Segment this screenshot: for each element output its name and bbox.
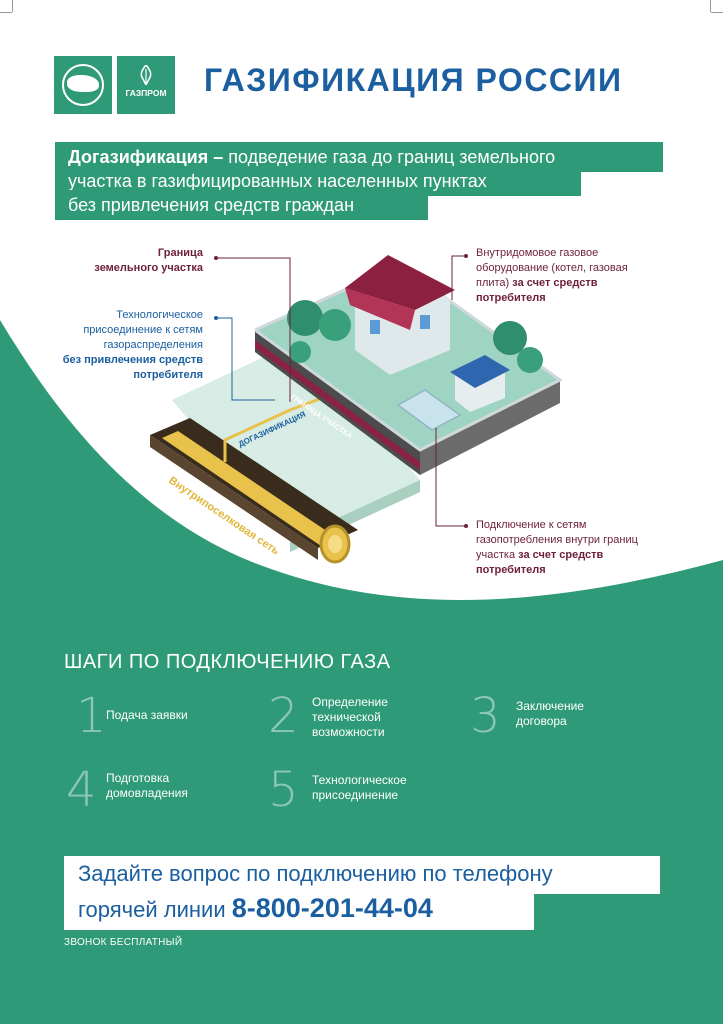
greenhouse [396, 389, 462, 431]
step-2-text: Определение технической возможности [312, 695, 388, 739]
house-roof [345, 255, 455, 310]
crop-mark [710, 0, 711, 12]
consumption-connection-label: Подключение к сетям газопотребления внут… [476, 519, 638, 576]
tree [289, 341, 311, 363]
gazprom-logo-text: ГАЗПРОМ [125, 88, 167, 98]
leader-line [216, 317, 275, 401]
tree [319, 309, 351, 341]
step-1-number: 1 [76, 688, 107, 744]
leader-line [435, 428, 466, 527]
tree [493, 321, 527, 355]
tech-connection-label: Технологическое присоединение к сетям га… [62, 309, 203, 381]
hotline-line-1: Задайте вопрос по подключению по телефон… [64, 856, 660, 894]
definition-term: Догазификация – [68, 147, 224, 167]
gazprom-logo: ГАЗПРОМ [117, 56, 175, 114]
step-4-number: 4 [66, 762, 97, 818]
step-4-text: Подготовка домовладения [106, 771, 188, 800]
crop-mark [0, 12, 12, 13]
step-3-number: 3 [470, 688, 501, 744]
page-title: ГАЗИФИКАЦИЯ РОССИИ [204, 62, 623, 98]
hotline-line-2: горячей линии 8-800-201-44-04 [64, 890, 534, 930]
crop-mark [711, 12, 723, 13]
russia-gasification-logo [54, 56, 112, 114]
step-1-text: Подача заявки [106, 708, 188, 722]
gas-pipe [162, 431, 340, 548]
tree [287, 300, 323, 336]
step-2-number: 2 [268, 688, 299, 744]
crop-mark [12, 0, 13, 12]
free-call-note: ЗВОНОК БЕСПЛАТНЫЙ [64, 937, 183, 948]
leader-line [216, 257, 291, 402]
boundary-label: Граница земельного участка [94, 247, 203, 274]
step-5-number: 5 [268, 762, 299, 818]
indoor-equipment-label: Внутридомовое газовое оборудование (коте… [476, 247, 628, 304]
tree [517, 347, 543, 373]
gas-connection-illustration: ДОГАЗИФИКАЦИЯ ГРАНИЦА УЧАСТКА Внутрипосе… [150, 254, 563, 564]
steps-title: ШАГИ ПО ПОДКЛЮЧЕНИЮ ГАЗА [64, 651, 391, 673]
hotline-phone-link[interactable]: 8-800-201-44-04 [231, 893, 433, 923]
street-slab [172, 340, 420, 540]
step-3-text: Заключение договора [516, 699, 584, 728]
step-5-text: Технологическое присоединение [312, 773, 407, 802]
map-of-russia-emblem-icon [62, 64, 104, 106]
leader-line [451, 255, 466, 300]
shed-roof [450, 355, 510, 388]
gazprom-flame-icon [140, 65, 152, 85]
definition-line-3: без привлечения средств граждан [55, 190, 428, 220]
